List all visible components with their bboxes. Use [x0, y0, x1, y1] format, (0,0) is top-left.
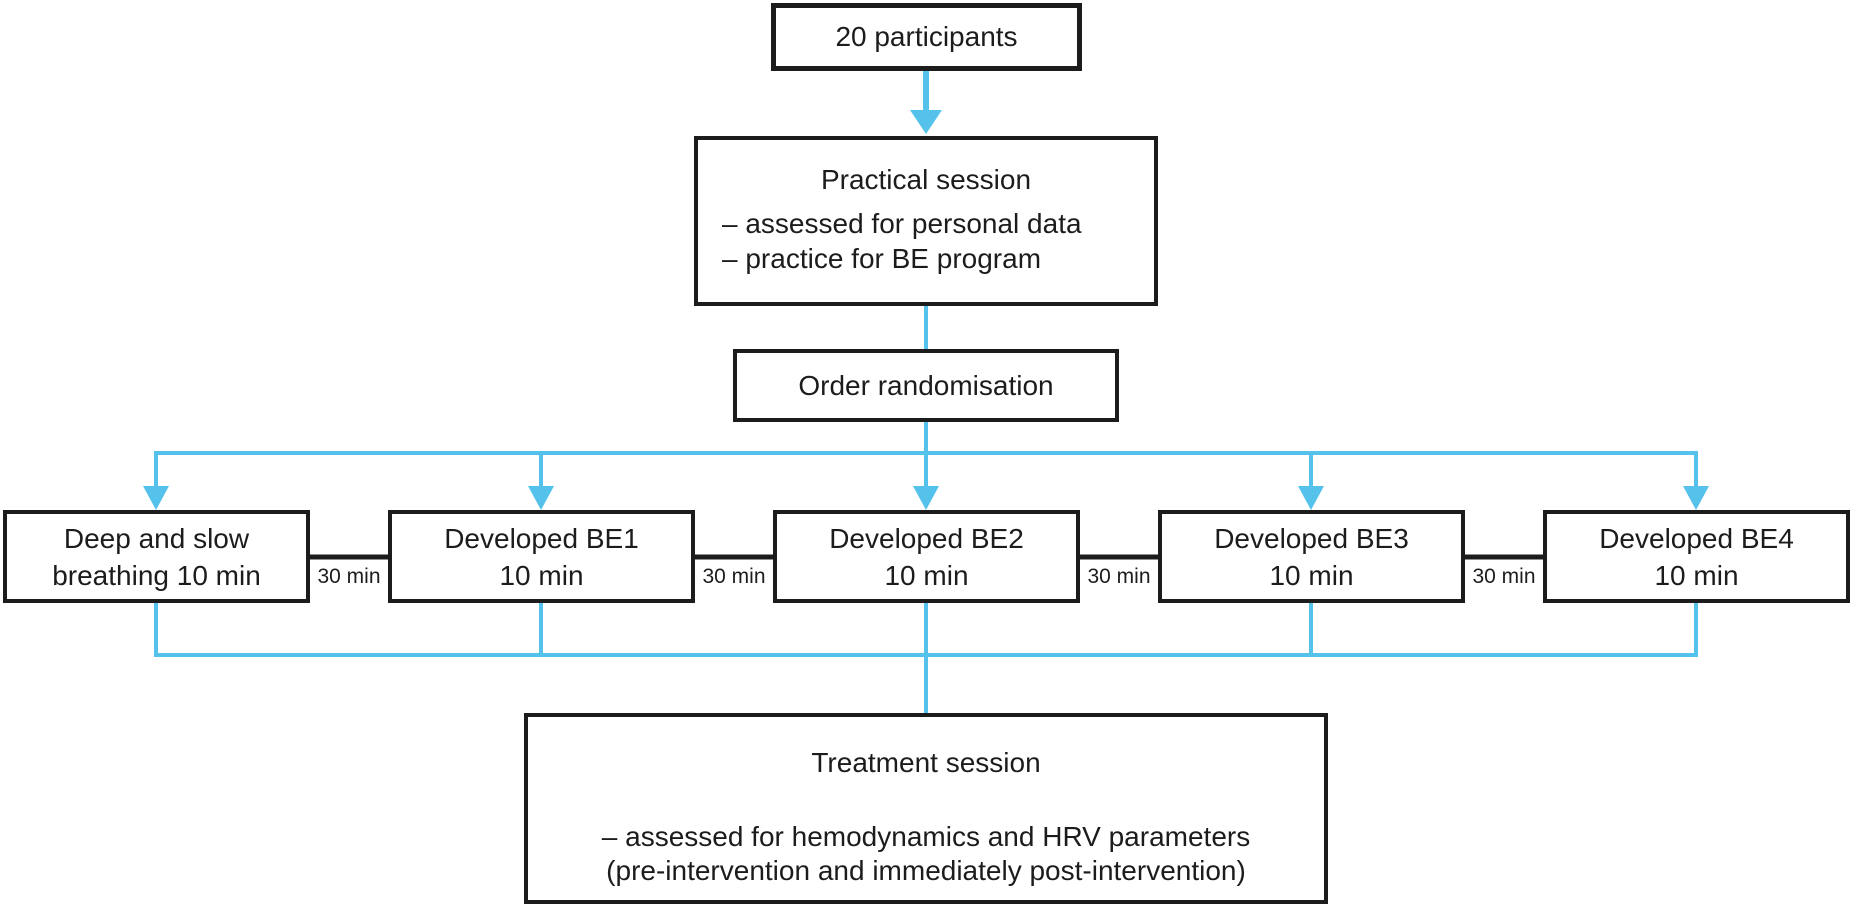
order-randomisation-box: Order randomisation [733, 349, 1119, 422]
arrowhead-session-2 [528, 486, 554, 510]
session-box-be1: Developed BE1 10 min [388, 510, 695, 603]
participants-box: 20 participants [771, 3, 1082, 71]
participants-label: 20 participants [835, 21, 1018, 52]
interval-label-2: 30 min [702, 565, 766, 588]
treatment-session-box: Treatment session – assessed for hemodyn… [524, 713, 1328, 904]
treatment-bullet-2: (pre-intervention and immediately post-i… [606, 855, 1246, 886]
session-label-line1: Developed BE4 [1599, 522, 1794, 554]
session-label-line2: 10 min [499, 559, 584, 591]
arrowhead-session-5 [1683, 486, 1709, 510]
interval-label-1: 30 min [317, 565, 381, 588]
arrowhead-practical [910, 110, 942, 134]
practical-session-box: Practical session – assessed for persona… [694, 136, 1158, 306]
treatment-session-title: Treatment session [811, 747, 1041, 778]
session-label-line1: Deep and slow [63, 522, 250, 554]
arrowhead-session-1 [143, 486, 169, 510]
session-label-line1: Developed BE3 [1214, 522, 1409, 554]
interval-label-3: 30 min [1087, 565, 1151, 588]
interval-label-4: 30 min [1472, 565, 1536, 588]
session-box-be4: Developed BE4 10 min [1543, 510, 1850, 603]
session-box-deep-slow-breathing: Deep and slow breathing 10 min [3, 510, 310, 603]
session-label-line1: Developed BE1 [444, 522, 639, 554]
practical-bullet-2: – practice for BE program [722, 243, 1042, 274]
session-label-line2: 10 min [1654, 559, 1739, 591]
session-label-line2: 10 min [1269, 559, 1354, 591]
arrowhead-session-3 [913, 486, 939, 510]
practical-session-bullets: – assessed for personal data – practice … [698, 206, 1154, 276]
arrowhead-session-4 [1298, 486, 1324, 510]
practical-bullet-1: – assessed for personal data [722, 208, 1082, 239]
session-label-line2: breathing 10 min [52, 559, 261, 591]
session-label-line1: Developed BE2 [829, 522, 1024, 554]
practical-session-title: Practical session [820, 164, 1032, 195]
treatment-session-bullets: – assessed for hemodynamics and HRV para… [602, 820, 1250, 888]
session-box-be2: Developed BE2 10 min [773, 510, 1080, 603]
order-randomisation-label: Order randomisation [798, 369, 1054, 401]
session-box-be3: Developed BE3 10 min [1158, 510, 1465, 603]
treatment-bullet-1: – assessed for hemodynamics and HRV para… [601, 821, 1251, 852]
top-collector-line [154, 451, 1698, 488]
session-label-line2: 10 min [884, 559, 969, 591]
